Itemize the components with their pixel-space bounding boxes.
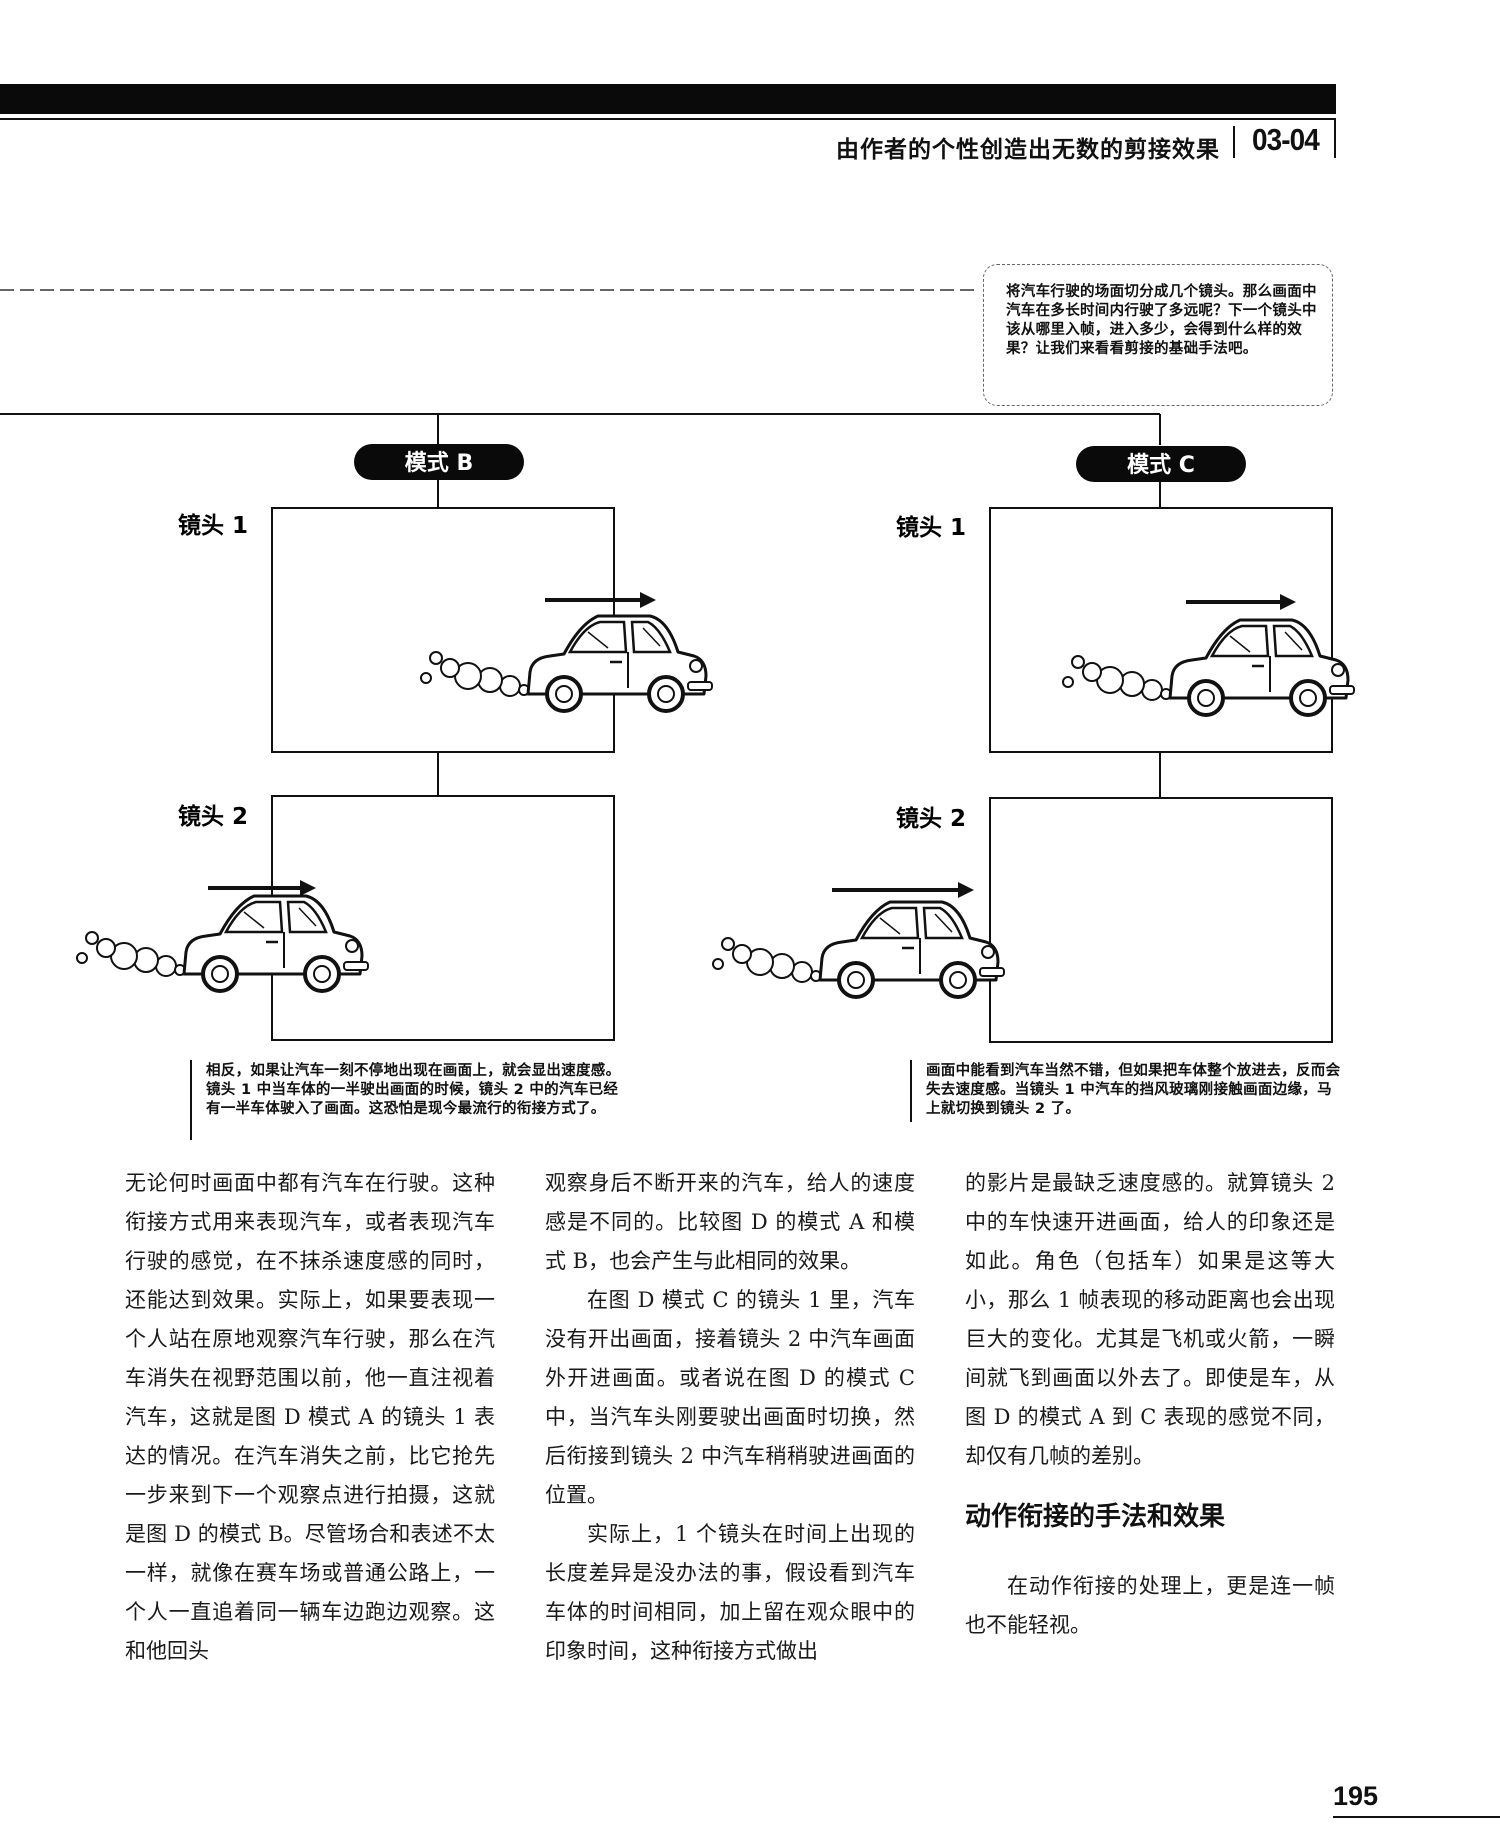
paragraph: 在图 D 模式 C 的镜头 1 里，汽车没有开出画面，接着镜头 2 中汽车画面外…: [545, 1288, 915, 1507]
mode-c-shot2-frame: [989, 797, 1333, 1043]
header-right-rule: [1334, 118, 1336, 158]
paragraph: 观察身后不断开来的汽车，给人的速度感是不同的。比较图 D 的模式 A 和模式 B…: [545, 1171, 915, 1273]
paragraph: 无论何时画面中都有汽车在行驶。这种衔接方式用来表现汽车，或者表现汽车行驶的感觉，…: [125, 1171, 495, 1663]
running-header-title: 由作者的个性创造出无数的剪接效果: [836, 137, 1220, 163]
mode-c-pill: [1076, 446, 1246, 482]
paragraph: 实际上，1 个镜头在时间上出现的长度差异是没办法的事，假设看到汽车车体的时间相同…: [545, 1522, 915, 1663]
page-number-rule: [1333, 1816, 1500, 1818]
mode-c-caption: 画面中能看到汽车当然不错，但如果把车体整个放进去，反而会失去速度感。当镜头 1 …: [926, 1063, 1341, 1117]
car-illustration: [1061, 618, 1356, 717]
car-illustration: [419, 614, 714, 713]
body-column-3: 的影片是最缺乏速度感的。就算镜头 2 中的车快速开进画面，给人的印象还是如此。角…: [965, 1164, 1335, 1645]
mode-b-shot2-label: 镜头 2: [178, 803, 248, 830]
caption-b-rule: [190, 1060, 192, 1140]
mode-c-shot2-label: 镜头 2: [896, 805, 966, 832]
car-illustration: [711, 900, 1006, 999]
header-separator: [1233, 126, 1235, 158]
page-number: 195: [1333, 1781, 1379, 1811]
paragraph: 在动作衔接的处理上，更是连一帧也不能轻视。: [965, 1574, 1335, 1637]
mode-c-label: 模式 C: [1127, 453, 1195, 478]
mode-b-label: 模式 B: [405, 451, 473, 476]
paragraph: 的影片是最缺乏速度感的。就算镜头 2 中的车快速开进画面，给人的印象还是如此。角…: [965, 1171, 1335, 1468]
mode-b-shot1-label: 镜头 1: [178, 512, 248, 539]
body-column-1: 无论何时画面中都有汽车在行驶。这种衔接方式用来表现汽车，或者表现汽车行驶的感觉，…: [125, 1164, 495, 1671]
header-bar: [0, 84, 1336, 114]
header-rule: [0, 118, 1336, 120]
note-box: [983, 264, 1333, 406]
note-text: 将汽车行驶的场面切分成几个镜头。那么画面中汽车在多长时间内行驶了多远呢？下一个镜…: [1006, 284, 1317, 357]
mode-b-pill: [354, 444, 524, 480]
car-illustration: [75, 894, 370, 993]
mode-b-caption: 相反，如果让汽车一刻不停地出现在画面上，就会显出速度感。镜头 1 中当车体的一半…: [206, 1063, 621, 1117]
mode-c-shot1-label: 镜头 1: [896, 514, 966, 541]
section-heading: 动作衔接的手法和效果: [965, 1502, 1226, 1532]
body-column-2: 观察身后不断开来的汽车，给人的速度感是不同的。比较图 D 的模式 A 和模式 B…: [545, 1164, 915, 1671]
mode-b-shot1-frame: [271, 507, 615, 753]
caption-c-rule: [910, 1060, 912, 1122]
section-number: 03-04: [1251, 122, 1320, 157]
